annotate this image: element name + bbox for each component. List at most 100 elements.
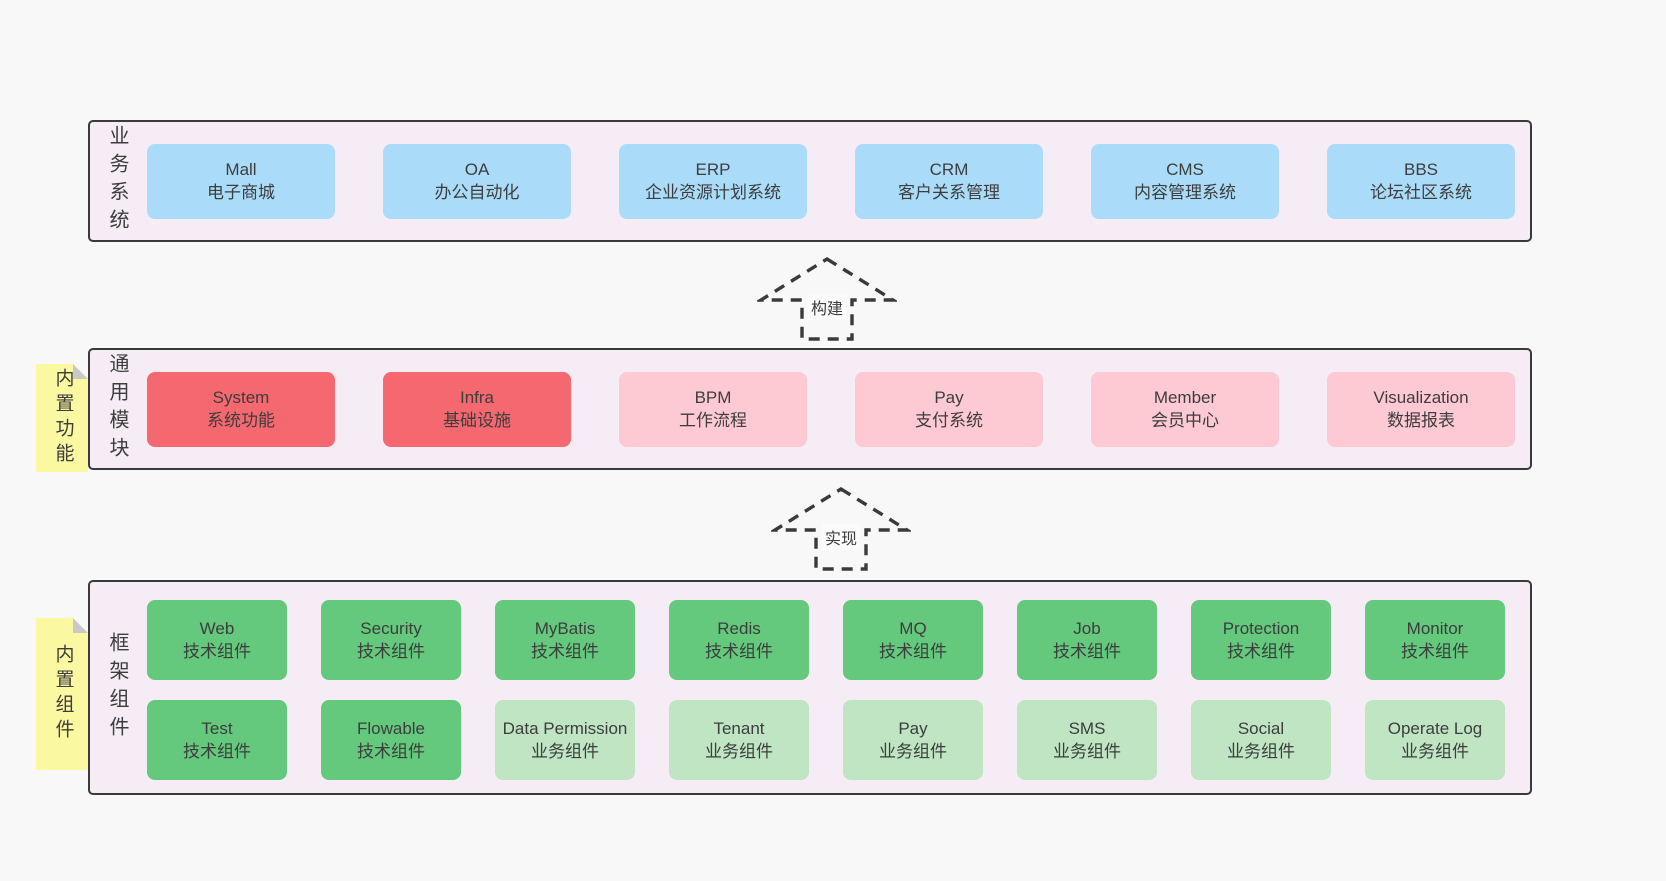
box-pay: Pay 支付系统 bbox=[855, 371, 1043, 447]
box-infra: Infra 基础设施 bbox=[383, 371, 571, 447]
box-subtitle: 业务组件 bbox=[1401, 742, 1469, 761]
box-title: Pay bbox=[898, 719, 928, 738]
box-subtitle: 内容管理系统 bbox=[1134, 183, 1236, 202]
box-title: Operate Log bbox=[1387, 719, 1483, 738]
panel-common-modules: 通用模块 System 系统功能 Infra 基础设施 BPM 工作流程 Pay… bbox=[88, 348, 1532, 470]
box-subtitle: 工作流程 bbox=[679, 411, 747, 430]
common-modules-row: System 系统功能 Infra 基础设施 BPM 工作流程 Pay 支付系统… bbox=[147, 350, 1515, 468]
box-tenant: Tenant 业务组件 bbox=[669, 700, 809, 780]
box-erp: ERP 企业资源计划系统 bbox=[619, 143, 807, 219]
business-systems-row: Mall 电子商城 OA 办公自动化 ERP 企业资源计划系统 CRM 客户关系… bbox=[147, 122, 1515, 240]
box-title: BBS bbox=[1403, 160, 1439, 179]
box-flowable: Flowable 技术组件 bbox=[321, 700, 461, 780]
box-title: Job bbox=[1073, 619, 1101, 638]
box-title: Member bbox=[1153, 388, 1217, 407]
box-system: System 系统功能 bbox=[147, 371, 335, 447]
box-visualization: Visualization 数据报表 bbox=[1327, 371, 1515, 447]
box-oa: OA 办公自动化 bbox=[383, 143, 571, 219]
box-subtitle: 技术组件 bbox=[357, 642, 425, 661]
box-crm: CRM 客户关系管理 bbox=[855, 143, 1043, 219]
box-subtitle: 业务组件 bbox=[1227, 742, 1295, 761]
dashed-up-arrow-icon bbox=[771, 486, 911, 571]
box-subtitle: 会员中心 bbox=[1151, 411, 1219, 430]
box-web: Web 技术组件 bbox=[147, 600, 287, 680]
box-title: Flowable bbox=[356, 719, 426, 738]
box-test: Test 技术组件 bbox=[147, 700, 287, 780]
box-title: MyBatis bbox=[534, 619, 596, 638]
box-subtitle: 技术组件 bbox=[879, 642, 947, 661]
box-cms: CMS 内容管理系统 bbox=[1091, 143, 1279, 219]
box-subtitle: 业务组件 bbox=[1053, 742, 1121, 761]
box-title: Monitor bbox=[1406, 619, 1464, 638]
sticky-note-label: 内置功能 bbox=[52, 368, 74, 468]
box-mall: Mall 电子商城 bbox=[147, 143, 335, 219]
box-subtitle: 技术组件 bbox=[183, 742, 251, 761]
box-subtitle: 技术组件 bbox=[183, 642, 251, 661]
box-bpm: BPM 工作流程 bbox=[619, 371, 807, 447]
implement-arrow: 实现 bbox=[771, 486, 911, 572]
box-title: Visualization bbox=[1373, 388, 1469, 407]
box-title: System bbox=[212, 388, 270, 407]
box-title: OA bbox=[464, 160, 490, 179]
panel-side-label: 框架组件 bbox=[98, 582, 136, 793]
box-subtitle: 技术组件 bbox=[1401, 642, 1469, 661]
dashed-up-arrow-icon bbox=[757, 256, 897, 341]
box-subtitle: 技术组件 bbox=[531, 642, 599, 661]
box-pay-business: Pay 业务组件 bbox=[843, 700, 983, 780]
panel-framework-components: 框架组件 Web 技术组件 Security 技术组件 MyBatis 技术组件… bbox=[88, 580, 1532, 795]
box-title: Pay bbox=[934, 388, 964, 407]
panel-side-label: 通用模块 bbox=[98, 350, 136, 468]
box-member: Member 会员中心 bbox=[1091, 371, 1279, 447]
box-title: Redis bbox=[717, 619, 761, 638]
box-subtitle: 业务组件 bbox=[531, 742, 599, 761]
box-job: Job 技术组件 bbox=[1017, 600, 1157, 680]
box-title: MQ bbox=[899, 619, 927, 638]
panel-side-label-text: 通用模块 bbox=[106, 353, 128, 465]
box-title: ERP bbox=[695, 160, 731, 179]
box-subtitle: 技术组件 bbox=[1227, 642, 1295, 661]
box-title: Social bbox=[1237, 719, 1285, 738]
box-subtitle: 技术组件 bbox=[705, 642, 773, 661]
box-title: Tenant bbox=[713, 719, 765, 738]
box-title: Data Permission bbox=[502, 719, 628, 738]
box-title: CRM bbox=[929, 160, 969, 179]
panel-side-label: 业务系统 bbox=[98, 122, 136, 240]
sticky-note-builtin-components: 内置组件 bbox=[36, 618, 88, 770]
panel-side-label-text: 业务系统 bbox=[106, 125, 128, 237]
box-security: Security 技术组件 bbox=[321, 600, 461, 680]
arrow-label: 构建 bbox=[807, 294, 847, 320]
arrow-label: 实现 bbox=[821, 524, 861, 550]
box-subtitle: 数据报表 bbox=[1387, 411, 1455, 430]
box-title: Security bbox=[360, 619, 422, 638]
box-subtitle: 业务组件 bbox=[705, 742, 773, 761]
panel-side-label-text: 框架组件 bbox=[106, 631, 128, 744]
box-title: Protection bbox=[1222, 619, 1300, 638]
panel-business-systems: 业务系统 Mall 电子商城 OA 办公自动化 ERP 企业资源计划系统 CRM… bbox=[88, 120, 1532, 242]
box-subtitle: 系统功能 bbox=[207, 411, 275, 430]
box-redis: Redis 技术组件 bbox=[669, 600, 809, 680]
box-subtitle: 电子商城 bbox=[207, 183, 275, 202]
box-title: Web bbox=[199, 619, 235, 638]
box-title: BPM bbox=[694, 388, 732, 407]
box-title: Test bbox=[201, 719, 233, 738]
box-protection: Protection 技术组件 bbox=[1191, 600, 1331, 680]
framework-components-row-1: Web 技术组件 Security 技术组件 MyBatis 技术组件 Redi… bbox=[147, 600, 1505, 680]
sticky-note-builtin-features: 内置功能 bbox=[36, 364, 88, 472]
box-operate-log: Operate Log 业务组件 bbox=[1365, 700, 1505, 780]
box-bbs: BBS 论坛社区系统 bbox=[1327, 143, 1515, 219]
box-title: Mall bbox=[225, 160, 257, 179]
box-subtitle: 客户关系管理 bbox=[898, 183, 1000, 202]
sticky-note-label: 内置组件 bbox=[52, 644, 74, 744]
box-sms: SMS 业务组件 bbox=[1017, 700, 1157, 780]
box-mq: MQ 技术组件 bbox=[843, 600, 983, 680]
box-title: CMS bbox=[1166, 160, 1204, 179]
box-subtitle: 基础设施 bbox=[443, 411, 511, 430]
box-title: SMS bbox=[1068, 719, 1106, 738]
box-subtitle: 企业资源计划系统 bbox=[645, 183, 781, 202]
box-subtitle: 支付系统 bbox=[915, 411, 983, 430]
box-monitor: Monitor 技术组件 bbox=[1365, 600, 1505, 680]
box-data-permission: Data Permission 业务组件 bbox=[495, 700, 635, 780]
box-subtitle: 业务组件 bbox=[879, 742, 947, 761]
build-arrow: 构建 bbox=[757, 256, 897, 342]
